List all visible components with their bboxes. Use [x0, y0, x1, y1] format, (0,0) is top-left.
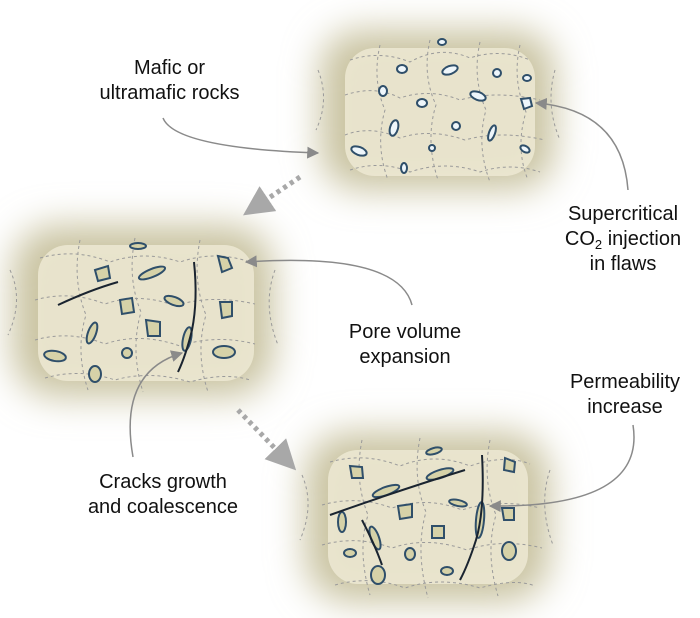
- pore: [130, 243, 146, 249]
- label-co2-injection: Supercritical CO2 injection in flaws: [553, 202, 693, 277]
- co2-suffix: injection: [602, 228, 681, 250]
- label-permeability-increase: Permeability increase: [555, 370, 695, 420]
- pore: [89, 366, 101, 382]
- rock-core: [345, 48, 535, 176]
- rock-block-1: [316, 30, 560, 190]
- pore: [350, 466, 363, 478]
- pore: [438, 39, 446, 45]
- mafic-callout-arrow: [163, 118, 318, 153]
- stage-arrow-2-to-3: [238, 410, 292, 466]
- rock-block-3: [300, 432, 553, 602]
- label-mafic-rocks: Mafic or ultramafic rocks: [82, 56, 257, 106]
- pore: [417, 99, 427, 107]
- pore: [371, 566, 385, 584]
- pore: [502, 542, 516, 560]
- pore: [120, 298, 134, 314]
- pore: [122, 348, 132, 358]
- label-pore-expansion: Pore volume expansion: [330, 320, 480, 370]
- pore: [338, 512, 346, 532]
- label-line: Pore volume: [330, 320, 480, 345]
- pore: [146, 320, 160, 336]
- pore: [523, 75, 531, 81]
- label-line: in flaws: [553, 252, 693, 277]
- co2-formula: CO: [565, 228, 595, 250]
- label-line: Permeability: [555, 370, 695, 395]
- label-cracks-growth: Cracks growth and coalescence: [78, 470, 248, 520]
- label-line: Supercritical: [553, 202, 693, 227]
- label-line: increase: [555, 395, 695, 420]
- pore: [405, 548, 415, 560]
- pore: [379, 86, 387, 96]
- pore: [397, 65, 407, 73]
- pore: [429, 145, 435, 151]
- pore: [502, 508, 514, 520]
- label-line: CO2 injection: [553, 227, 693, 252]
- label-line: expansion: [330, 345, 480, 370]
- pore: [220, 302, 232, 318]
- pore: [344, 549, 356, 557]
- pore: [213, 346, 235, 358]
- pore: [401, 163, 407, 173]
- pore: [493, 69, 501, 77]
- pore: [432, 526, 444, 538]
- label-line: ultramafic rocks: [82, 81, 257, 106]
- pore: [398, 504, 412, 519]
- pore-co2-entry: [521, 98, 532, 109]
- stage-arrow-1-to-2: [248, 177, 300, 212]
- label-line: and coalescence: [78, 495, 248, 520]
- pore: [452, 122, 460, 130]
- label-line: Cracks growth: [78, 470, 248, 495]
- label-line: Mafic or: [82, 56, 257, 81]
- pore: [441, 567, 453, 575]
- rock-block-2: [8, 225, 278, 397]
